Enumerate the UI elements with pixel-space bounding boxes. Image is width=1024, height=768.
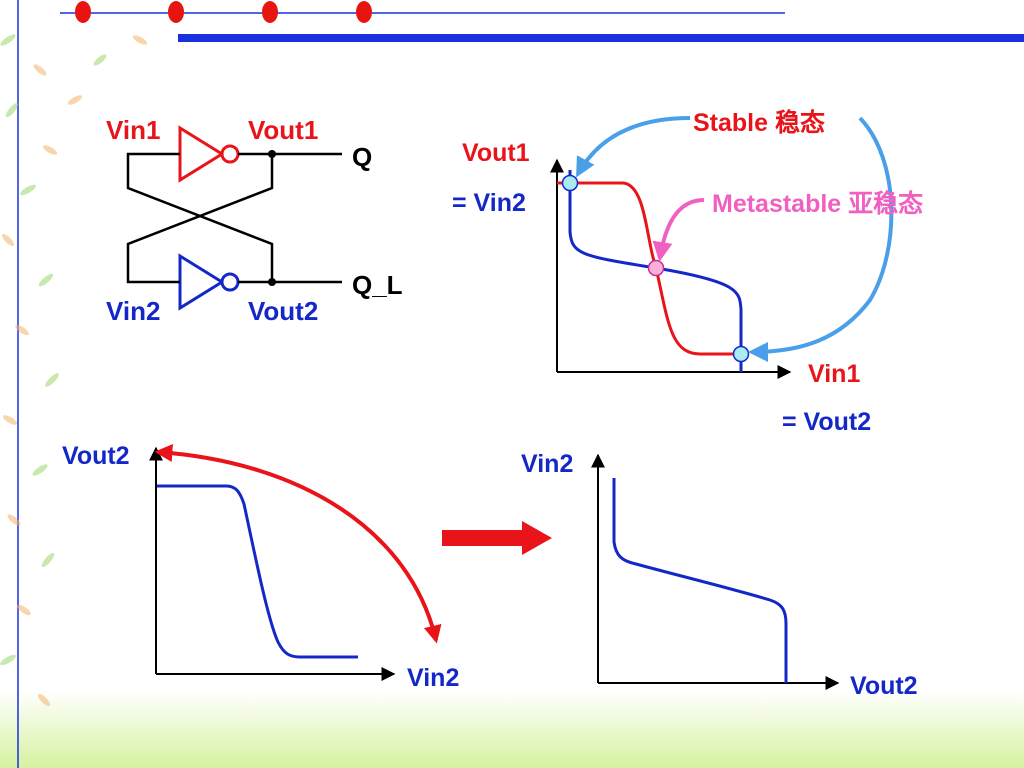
top-bar	[178, 34, 1024, 42]
latch-ql-label: Q_L	[352, 270, 403, 300]
bullet-dot	[262, 1, 278, 23]
stable-arrow-right	[748, 116, 894, 362]
junction-dot	[268, 150, 276, 158]
bottom-band	[0, 690, 1024, 768]
single-y-label: Vout2	[62, 442, 130, 470]
combined-y-label-1: Vout1	[462, 139, 530, 167]
single-vtc-plot: Vout2 Vin2	[62, 442, 459, 692]
combined-y-label-2: = Vin2	[452, 189, 526, 217]
latch-schematic: Vin1 Vout1 Q Q_L Vin2 Vout2	[106, 115, 403, 326]
reflect-arrow	[154, 444, 442, 644]
leaf-pattern	[0, 34, 148, 707]
inverter-1-triangle	[178, 125, 225, 183]
transform-arrow	[442, 521, 552, 555]
metastable-point	[647, 259, 665, 277]
bullet-dot	[356, 1, 372, 23]
latch-vin1-label: Vin1	[106, 115, 160, 145]
junction-dot	[268, 278, 276, 286]
combined-x-label-2: = Vout2	[782, 408, 871, 436]
stable-point-top	[561, 174, 579, 192]
latch-vin2-label: Vin2	[106, 296, 160, 326]
bullet-dot	[75, 1, 91, 23]
metastable-arrow	[652, 198, 705, 262]
single-x-label: Vin2	[407, 664, 459, 692]
latch-vout2-label: Vout2	[248, 296, 318, 326]
stable-arrow-left	[576, 116, 691, 178]
stable-point-bottom	[732, 345, 750, 363]
stable-label: Stable 稳态	[693, 108, 825, 137]
combined-vtc-plot: Vout1 = Vin2 Vin1 = Vout2 Stable 稳态 Meta…	[452, 108, 923, 436]
inverter-2-triangle	[178, 253, 225, 311]
flipped-vtc-plot: Vin2 Vout2	[521, 450, 918, 700]
flipped-x-label: Vout2	[850, 672, 918, 700]
inverter-2-bubble	[220, 272, 240, 292]
latch-wires	[126, 152, 342, 284]
flipped-blue-curve	[612, 478, 788, 683]
inverter-1-bubble	[220, 144, 240, 164]
latch-q-label: Q	[352, 142, 372, 172]
combined-x-label-1: Vin1	[808, 360, 860, 388]
flipped-y-label: Vin2	[521, 450, 573, 478]
bullet-dot	[168, 1, 184, 23]
metastable-label: Metastable 亚稳态	[712, 189, 923, 218]
latch-vout1-label: Vout1	[248, 115, 318, 145]
single-blue-curve	[157, 484, 358, 659]
